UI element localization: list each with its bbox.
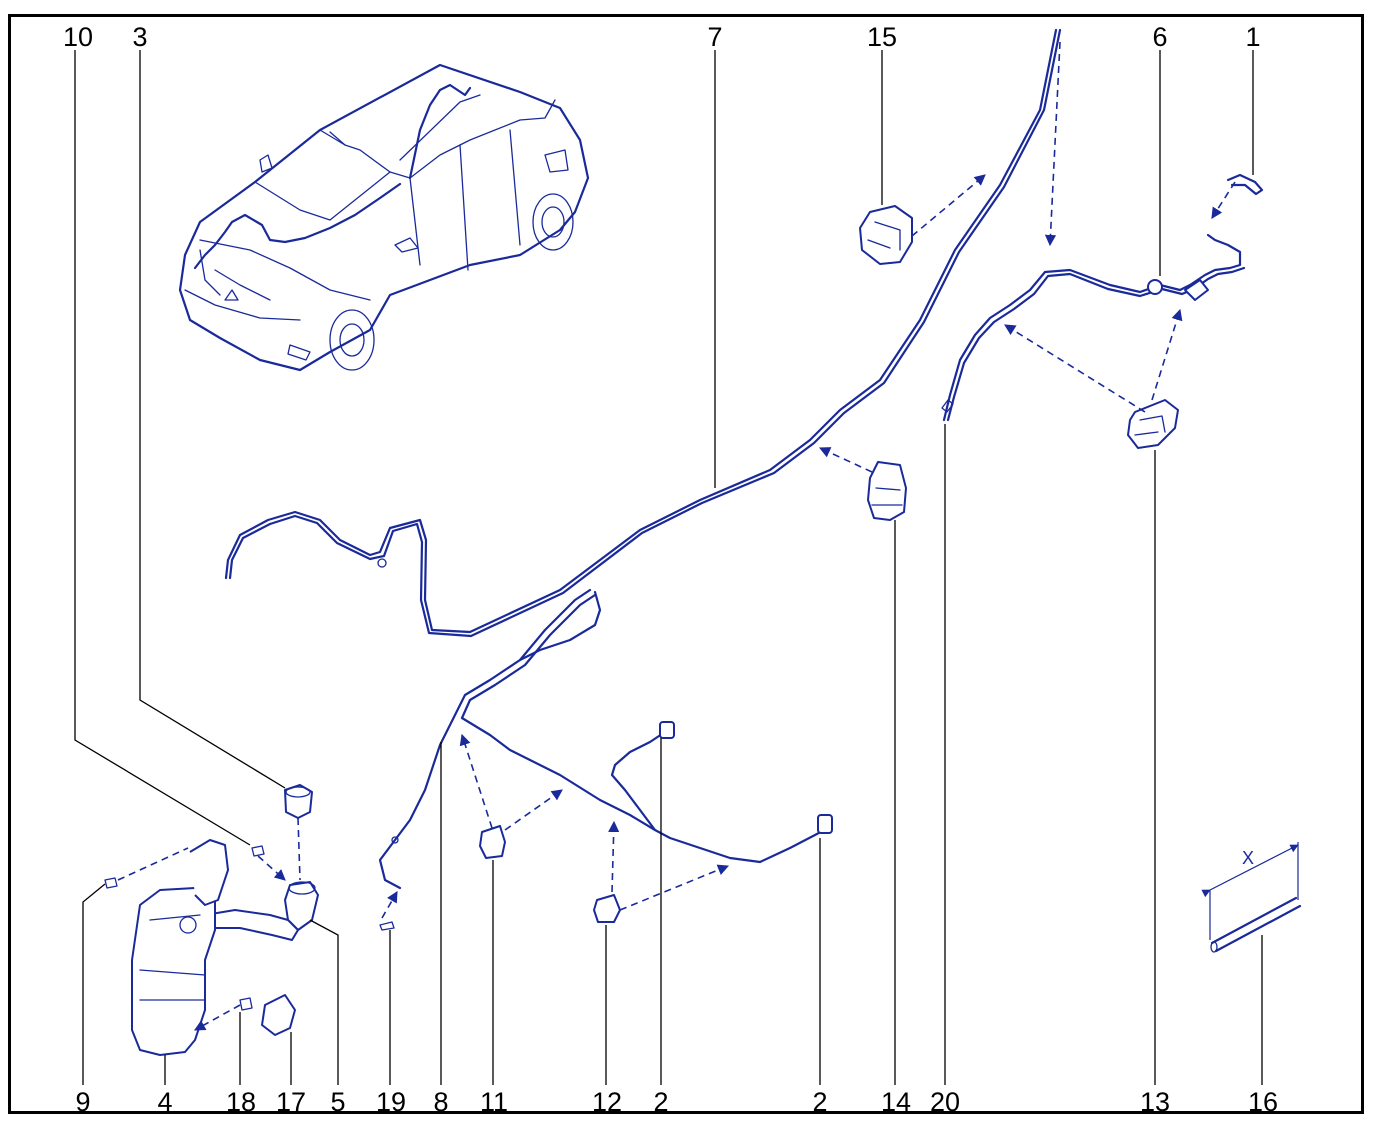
callout-16: 16 xyxy=(1248,1087,1278,1117)
callout-6: 6 xyxy=(1152,22,1167,52)
hose-7 xyxy=(224,28,1062,638)
callout-9: 9 xyxy=(75,1087,90,1117)
callout-11: 11 xyxy=(480,1087,508,1117)
callout-19: 19 xyxy=(376,1087,406,1117)
callout-18: 18 xyxy=(226,1087,256,1117)
callout-13: 13 xyxy=(1140,1087,1170,1117)
washer-reservoir-assembly xyxy=(104,784,319,1056)
hose-6-20 xyxy=(941,173,1264,422)
vehicle-illustration xyxy=(178,63,590,372)
callout-10: 10 xyxy=(63,22,93,52)
harness-8 xyxy=(378,588,833,931)
clip-13 xyxy=(1127,399,1179,449)
callout-2-right: 2 xyxy=(812,1087,827,1117)
callout-1: 1 xyxy=(1245,22,1260,52)
clip-14 xyxy=(867,461,907,521)
dimension-x-label: X xyxy=(1242,848,1254,868)
callout-15: 15 xyxy=(867,22,897,52)
callout-7: 7 xyxy=(707,22,722,52)
callout-3: 3 xyxy=(132,22,147,52)
callout-4: 4 xyxy=(157,1087,172,1117)
hose-piece-16: X xyxy=(1201,842,1302,953)
callout-5: 5 xyxy=(330,1087,345,1117)
leader-lines xyxy=(74,50,1263,1085)
callout-14: 14 xyxy=(881,1087,911,1117)
callout-8: 8 xyxy=(433,1087,448,1117)
callout-20: 20 xyxy=(930,1087,960,1117)
callout-2-left: 2 xyxy=(653,1087,668,1117)
callout-17: 17 xyxy=(276,1087,306,1117)
callout-numbers: 10 3 7 15 6 1 9 4 18 17 5 19 8 11 12 2 2… xyxy=(63,22,1278,1117)
callout-12: 12 xyxy=(592,1087,622,1117)
clips-11-12 xyxy=(479,825,621,923)
assembly-arrows xyxy=(117,41,1236,1031)
clip-15 xyxy=(859,205,913,265)
